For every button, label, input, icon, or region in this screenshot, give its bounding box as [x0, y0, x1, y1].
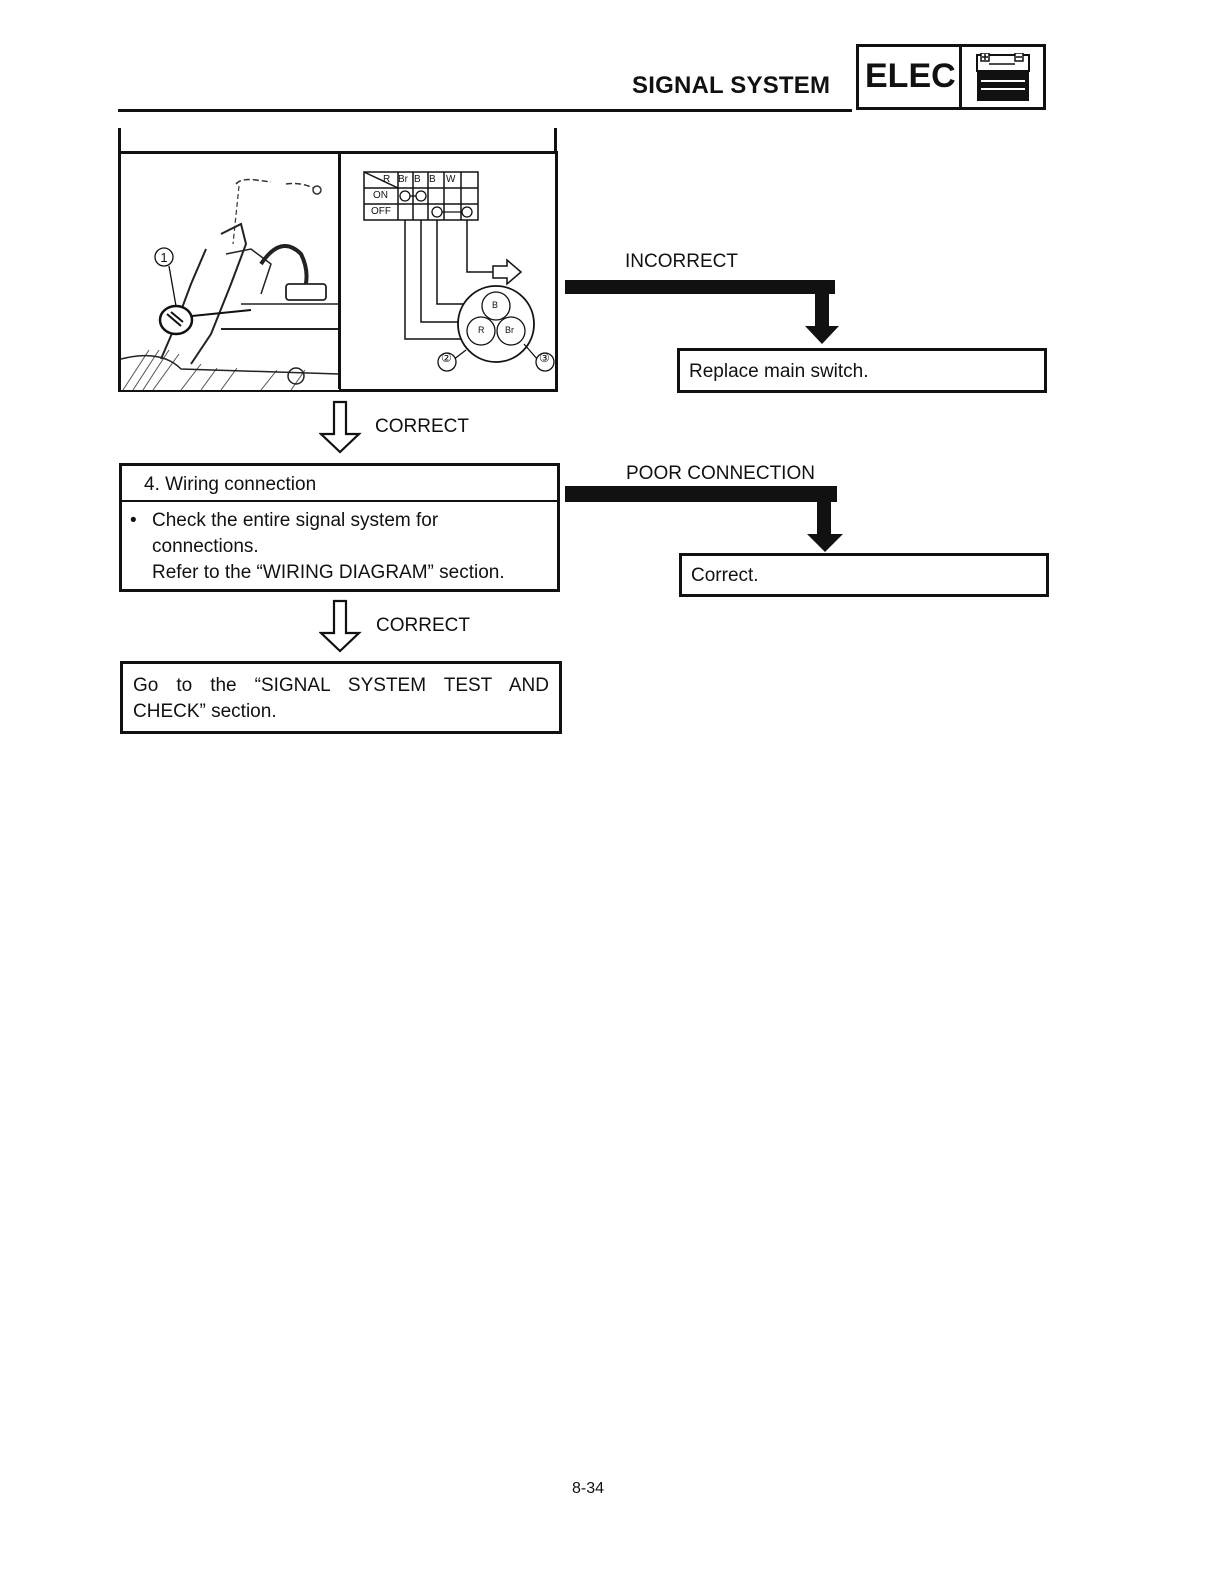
section-badge: ELEC [856, 44, 1046, 110]
step4-title: 4. Wiring connection [122, 466, 557, 500]
callout-2: ② [441, 351, 452, 365]
correct-label-1: CORRECT [375, 416, 469, 438]
bullet-icon: • [130, 508, 152, 560]
step4-box: 4. Wiring connection • Check the entire … [119, 463, 560, 592]
final-step-text: Go to the “SIGNAL SYSTEM TEST AND CHECK”… [123, 664, 559, 725]
page-title: SIGNAL SYSTEM [632, 72, 830, 100]
incorrect-action-text: Replace main switch. [680, 351, 1044, 385]
poor-connection-action-box: Correct. [679, 553, 1049, 597]
pin-r: R [478, 325, 485, 335]
step4-refer-text: Refer to the “WIRING DIAGRAM” section. [130, 560, 549, 586]
header-rule [118, 109, 852, 112]
table-header-br: Br [398, 174, 408, 185]
svg-text:1: 1 [160, 250, 167, 265]
page-number: 8-34 [572, 1480, 604, 1498]
table-header-r: R [383, 174, 390, 185]
badge-divider [959, 47, 962, 107]
poor-connection-arrow [565, 482, 855, 554]
step4-bullet-text: Check the entire signal system for conne… [152, 508, 549, 560]
pin-b: B [492, 300, 498, 310]
main-switch-illustration: 1 [121, 154, 339, 390]
figure-box: 1 [118, 151, 558, 392]
table-header-w: W [446, 174, 455, 185]
battery-icon [975, 53, 1033, 103]
incorrect-arrow [565, 276, 855, 346]
correct-arrow-2 [319, 599, 363, 653]
correct-arrow-1 [319, 400, 363, 454]
incorrect-action-box: Replace main switch. [677, 348, 1047, 393]
step4-bullet-item: • Check the entire signal system for con… [130, 508, 549, 560]
badge-label: ELEC [865, 57, 956, 96]
pin-br: Br [505, 325, 514, 335]
final-step-box: Go to the “SIGNAL SYSTEM TEST AND CHECK”… [120, 661, 562, 734]
row-label-off: OFF [371, 206, 391, 217]
correct-label-2: CORRECT [376, 615, 470, 637]
table-header-b2: B [429, 174, 436, 185]
row-label-on: ON [373, 190, 388, 201]
callout-3: ③ [539, 351, 550, 365]
poor-connection-action-text: Correct. [682, 556, 1046, 589]
incorrect-label: INCORRECT [625, 251, 738, 273]
table-header-b: B [414, 174, 421, 185]
